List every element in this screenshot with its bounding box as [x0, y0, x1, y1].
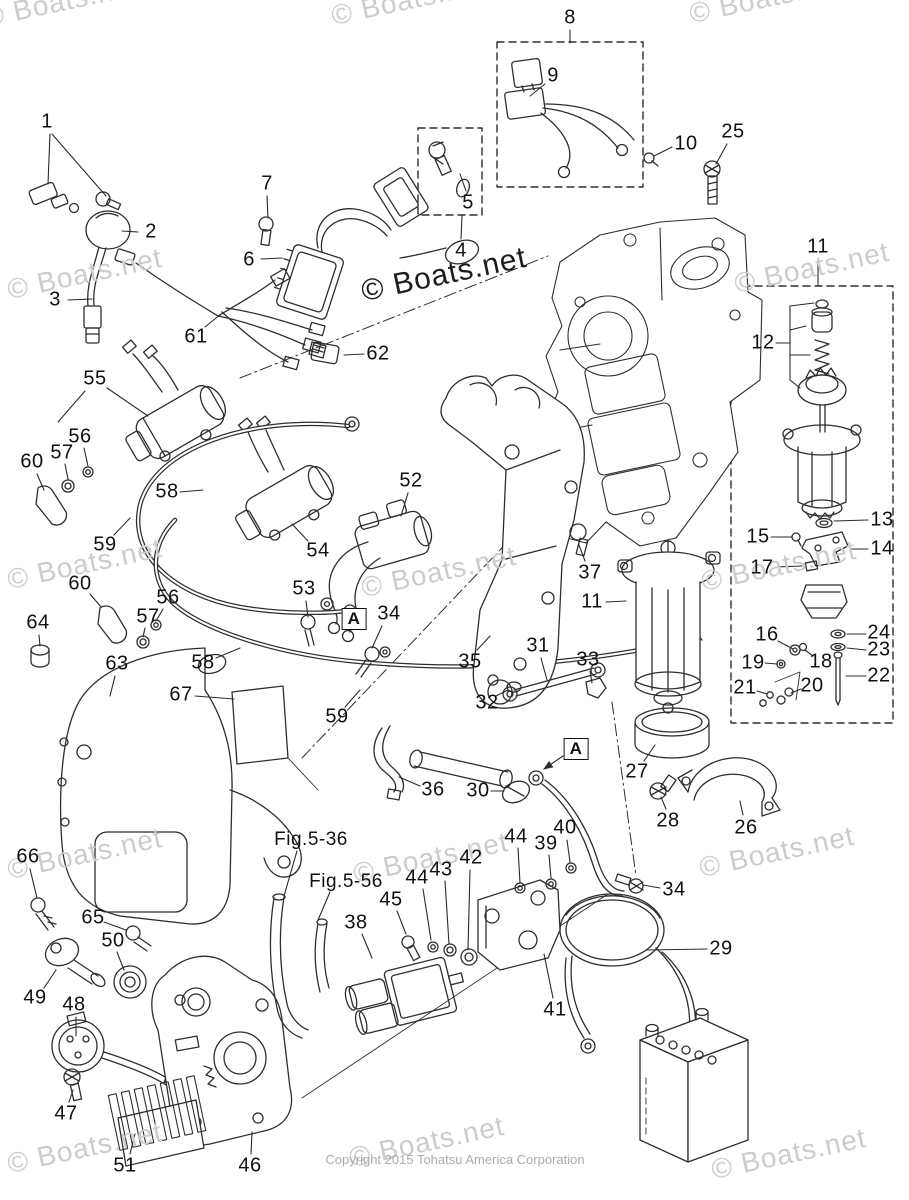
part-label-23: 23 — [867, 638, 891, 661]
part-label-31: 31 — [526, 634, 550, 657]
copyright-text: Copyright 2015 Tohatsu America Corporati… — [325, 1152, 585, 1167]
part-label-30: 30 — [466, 779, 490, 802]
part-label-37: 37 — [578, 561, 602, 584]
detail-marker-A: A — [341, 608, 367, 630]
part-label-55: 55 — [83, 367, 107, 390]
part-label-58: 58 — [155, 480, 179, 503]
part-label-63: 63 — [105, 652, 129, 675]
figure-ref-label: Fig.5-36 — [274, 829, 348, 850]
part-label-44: 44 — [504, 825, 528, 848]
part-label-61: 61 — [184, 325, 208, 348]
part-label-27: 27 — [625, 760, 649, 783]
part-label-18: 18 — [809, 650, 833, 673]
engine-block-drawing — [541, 217, 763, 547]
part-label-38: 38 — [344, 911, 368, 934]
part-label-42: 42 — [459, 846, 483, 869]
part-label-1: 1 — [41, 110, 53, 133]
part-label-15: 15 — [746, 525, 770, 548]
part-label-13: 13 — [870, 508, 894, 531]
part-label-66: 66 — [16, 845, 40, 868]
part-label-64: 64 — [26, 611, 50, 634]
starter-relay-drawing — [504, 57, 659, 179]
part-label-53: 53 — [292, 577, 316, 600]
part-label-57: 57 — [136, 605, 160, 628]
part-label-32: 32 — [475, 691, 499, 714]
part-label-45: 45 — [379, 888, 403, 911]
bolt-25-drawing — [703, 160, 721, 205]
part-label-35: 35 — [458, 650, 482, 673]
ignition-coil-drawings — [121, 339, 433, 643]
part-label-9: 9 — [547, 64, 559, 87]
part-label-10: 10 — [674, 132, 698, 155]
part-label-8: 8 — [564, 6, 576, 29]
part-label-4: 4 — [455, 239, 467, 262]
part-label-14: 14 — [870, 537, 894, 560]
wire-harness-drawing — [135, 262, 340, 371]
part-label-36: 36 — [421, 778, 445, 801]
part-label-29: 29 — [709, 937, 733, 960]
part-label-43: 43 — [429, 858, 453, 881]
part-label-25: 25 — [721, 120, 745, 143]
starter-motor-exploded-drawing — [759, 299, 862, 707]
part-label-28: 28 — [656, 809, 680, 832]
leader-lines — [29, 29, 869, 1155]
part-label-41: 41 — [543, 998, 567, 1021]
part-label-47: 47 — [54, 1102, 78, 1125]
part-label-60: 60 — [20, 450, 44, 473]
part-label-34: 34 — [377, 602, 401, 625]
part-label-59: 59 — [325, 705, 349, 728]
part-label-58: 58 — [191, 651, 215, 674]
detail-marker-A: A — [563, 738, 589, 760]
rectifier-assembly-drawing — [258, 141, 480, 320]
mounting-bracket-drawing — [409, 374, 589, 789]
link-rod-drawing — [487, 662, 607, 705]
part-label-49: 49 — [23, 986, 47, 1009]
part-label-65: 65 — [81, 906, 105, 929]
part-label-11: 11 — [581, 590, 603, 613]
part-label-62: 62 — [366, 342, 390, 365]
part-label-5: 5 — [462, 191, 474, 214]
part-label-11: 11 — [807, 235, 829, 258]
figure-ref-label: Fig.5-56 — [309, 871, 383, 892]
part-label-12: 12 — [751, 331, 775, 354]
battery-and-cable-drawing — [559, 893, 749, 1163]
part-label-16: 16 — [755, 623, 779, 646]
part-label-48: 48 — [62, 993, 86, 1016]
part-label-67: 67 — [169, 683, 193, 706]
part-label-52: 52 — [399, 469, 423, 492]
part-label-20: 20 — [800, 674, 824, 697]
part-label-2: 2 — [145, 220, 157, 243]
part-label-3: 3 — [49, 288, 61, 311]
part-label-21: 21 — [733, 676, 757, 699]
part-label-57: 57 — [50, 441, 74, 464]
starter-motor-installed-drawing — [617, 539, 781, 817]
tube-and-lead-wire-drawing — [373, 725, 625, 897]
part-label-24: 24 — [867, 621, 891, 644]
part-label-40: 40 — [553, 816, 577, 839]
part-label-56: 56 — [68, 425, 92, 448]
part-label-44: 44 — [405, 866, 429, 889]
part-label-26: 26 — [734, 816, 758, 839]
part-label-51: 51 — [113, 1154, 137, 1177]
part-label-60: 60 — [68, 572, 92, 595]
part-label-34: 34 — [662, 878, 686, 901]
part-label-39: 39 — [534, 832, 558, 855]
part-label-59: 59 — [93, 533, 117, 556]
part-label-19: 19 — [741, 651, 765, 674]
side-cover-drawing — [30, 466, 319, 999]
part-label-50: 50 — [101, 929, 125, 952]
electric-parts-bracket-drawing — [44, 937, 293, 1167]
part-label-46: 46 — [238, 1154, 262, 1177]
part-label-56: 56 — [156, 586, 180, 609]
part-label-17: 17 — [750, 556, 774, 579]
part-label-22: 22 — [867, 664, 891, 687]
part-label-6: 6 — [243, 248, 255, 271]
part-label-54: 54 — [306, 539, 330, 562]
solenoid-and-fittings-drawing — [269, 862, 644, 1039]
part-label-7: 7 — [261, 172, 273, 195]
part-label-33: 33 — [576, 648, 600, 671]
